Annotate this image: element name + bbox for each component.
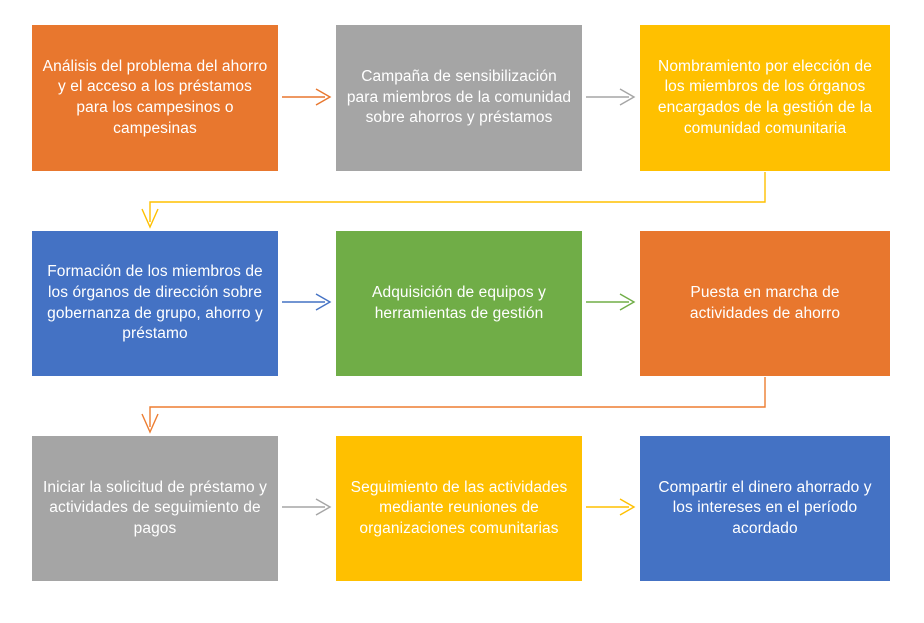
process-node-6[interactable]: Puesta en marcha de actividades de ahorr… [640, 231, 890, 376]
connector-n4-to-n5 [282, 293, 332, 311]
connector-n1-to-n2 [282, 88, 332, 106]
process-node-2[interactable]: Campaña de sensibilización para miembros… [336, 25, 582, 171]
connector-n5-to-n6 [586, 293, 636, 311]
process-node-3[interactable]: Nombramiento por elección de los miembro… [640, 25, 890, 171]
process-node-7[interactable]: Iniciar la solicitud de préstamo y activ… [32, 436, 278, 581]
connector-n8-to-n9 [586, 498, 636, 516]
connector-n6-to-n7 [141, 377, 766, 434]
process-node-8[interactable]: Seguimiento de las actividades mediante … [336, 436, 582, 581]
process-node-1[interactable]: Análisis del problema del ahorro y el ac… [32, 25, 278, 171]
process-node-5[interactable]: Adquisición de equipos y herramientas de… [336, 231, 582, 376]
process-node-4[interactable]: Formación de los miembros de los órganos… [32, 231, 278, 376]
process-node-9[interactable]: Compartir el dinero ahorrado y los inter… [640, 436, 890, 581]
connector-n7-to-n8 [282, 498, 332, 516]
connector-n3-to-n4 [141, 172, 766, 229]
connector-n2-to-n3 [586, 88, 636, 106]
